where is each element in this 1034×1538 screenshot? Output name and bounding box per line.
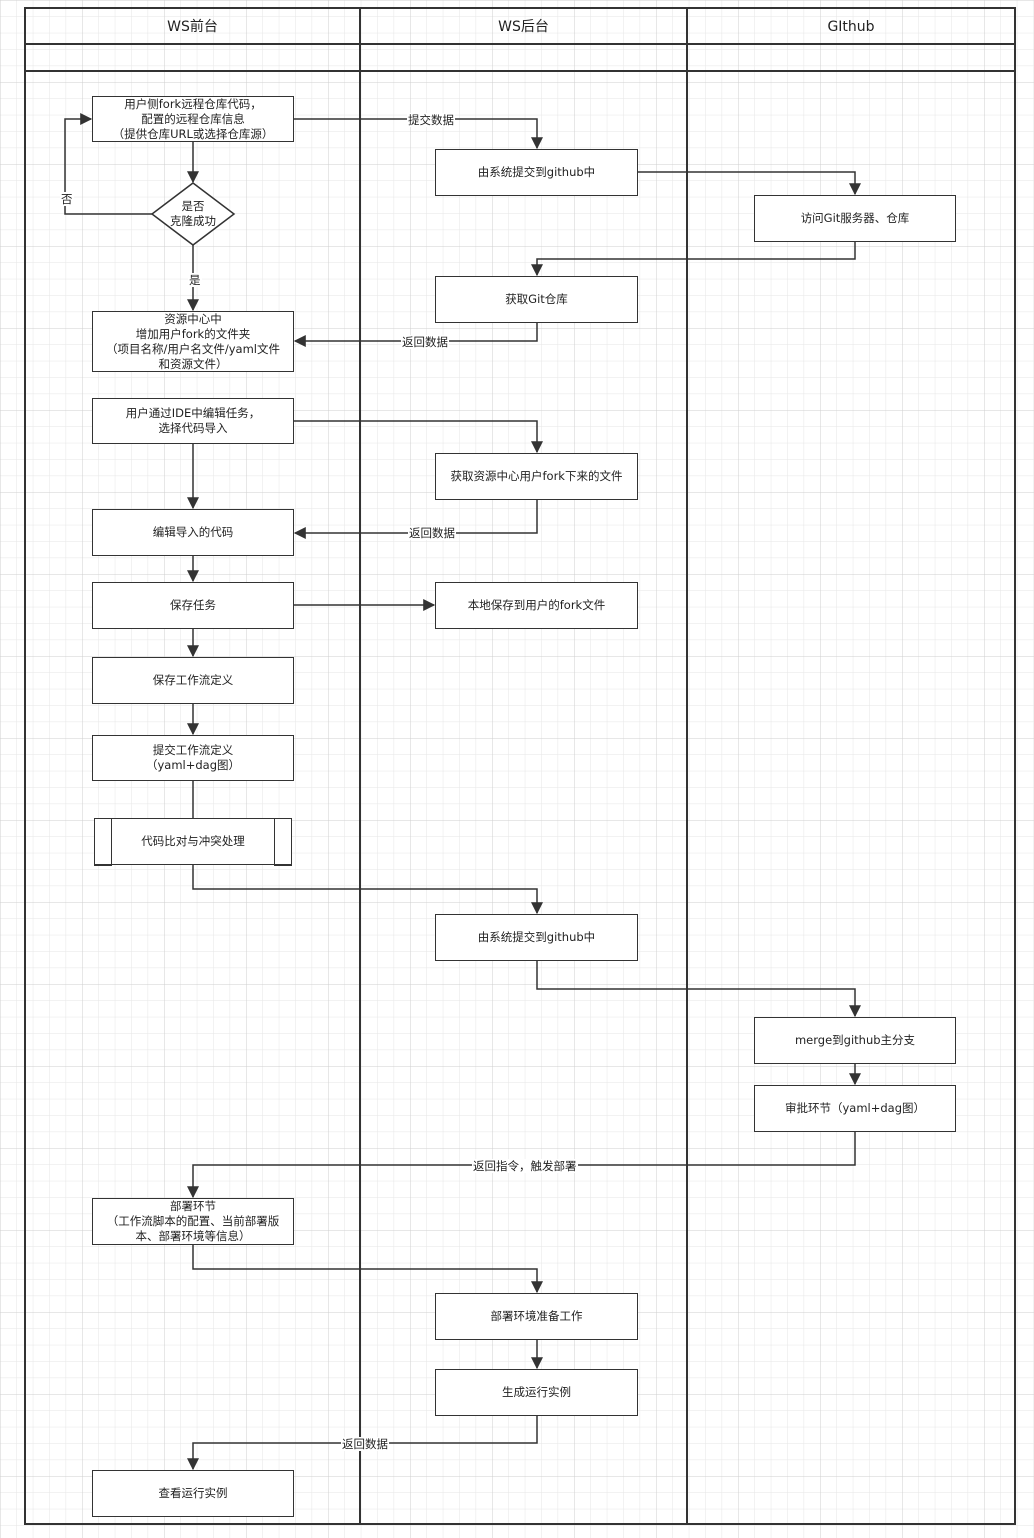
node-get-fork-files[interactable]: 获取资源中心用户fork下来的文件 xyxy=(435,453,638,500)
lane-title-front: WS前台 xyxy=(167,19,218,35)
edge-label-yes: 是 xyxy=(188,273,202,287)
edge-label-return-data-3: 返回数据 xyxy=(341,1437,389,1451)
edge-submit-data xyxy=(294,118,543,150)
edge-label-return-data-2: 返回数据 xyxy=(408,526,456,540)
node-generate-instance[interactable]: 生成运行实例 xyxy=(435,1369,638,1416)
edge-deploy-to-prepare xyxy=(192,1245,543,1294)
decision-diamond xyxy=(150,182,236,246)
node-approval[interactable]: 审批环节（yaml+dag图） xyxy=(754,1085,956,1132)
swimlane-frame xyxy=(24,7,1016,1525)
edge-github-to-merge xyxy=(536,961,861,1018)
node-save-task[interactable]: 保存任务 xyxy=(92,582,294,629)
node-access-git-server[interactable]: 访问Git服务器、仓库 xyxy=(754,195,956,242)
node-ide-edit[interactable]: 用户通过IDE中编辑任务， 选择代码导入 xyxy=(92,398,294,444)
edge-diff-to-github xyxy=(192,865,543,915)
node-clone-decision-label[interactable]: 是否 克隆成功 xyxy=(170,199,216,228)
node-merge-main[interactable]: merge到github主分支 xyxy=(754,1017,956,1064)
node-resource-folder[interactable]: 资源中心中 增加用户fork的文件夹 （项目名称/用户名文件/yaml文件 和资… xyxy=(92,311,294,372)
node-submit-github-1[interactable]: 由系统提交到github中 xyxy=(435,149,638,196)
edge-return-data-1 xyxy=(293,323,538,347)
node-view-instance[interactable]: 查看运行实例 xyxy=(92,1470,294,1517)
node-fork-config[interactable]: 用户侧fork远程仓库代码， 配置的远程仓库信息 （提供仓库URL或选择仓库源） xyxy=(92,96,294,142)
node-submit-workflow[interactable]: 提交工作流定义 （yaml+dag图） xyxy=(92,735,294,781)
edge-decision-no xyxy=(64,113,152,215)
edge-label-return-data-1: 返回数据 xyxy=(401,335,449,349)
node-save-workflow[interactable]: 保存工作流定义 xyxy=(92,657,294,704)
edge-label-no: 否 xyxy=(60,192,74,206)
lane-title-github: GIthub xyxy=(827,19,875,35)
node-get-git-repo[interactable]: 获取Git仓库 xyxy=(435,276,638,323)
node-local-save[interactable]: 本地保存到用户的fork文件 xyxy=(435,582,638,629)
node-deploy-stage[interactable]: 部署环节 （工作流脚本的配置、当前部署版 本、部署环境等信息） xyxy=(92,1198,294,1245)
edge-git-to-get-repo xyxy=(531,242,856,277)
edge-return-data-2 xyxy=(293,500,538,539)
edge-ide-to-files xyxy=(294,420,543,454)
edge-label-submit-data: 提交数据 xyxy=(407,113,455,127)
node-submit-github-2[interactable]: 由系统提交到github中 xyxy=(435,914,638,961)
lane-title-back: WS后台 xyxy=(498,19,549,35)
edge-label-deploy-trigger: 返回指令，触发部署 xyxy=(472,1159,578,1173)
edge-submit-to-git xyxy=(638,171,861,196)
edge-layer xyxy=(64,113,861,1471)
node-diff-conflict[interactable]: 代码比对与冲突处理 xyxy=(94,817,292,866)
node-deploy-prepare[interactable]: 部署环境准备工作 xyxy=(435,1293,638,1340)
node-edit-code[interactable]: 编辑导入的代码 xyxy=(92,509,294,556)
